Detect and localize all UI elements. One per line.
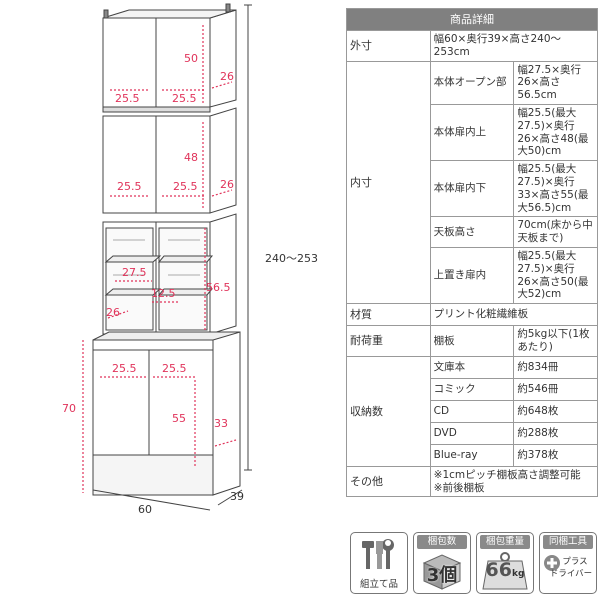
inner-row-name: 天板高さ — [429, 216, 515, 248]
package-count-title: 梱包数 — [417, 535, 467, 549]
inner-row-name: 本体扉内下 — [429, 160, 515, 218]
other-value: ※1cmピッチ棚板高さ調整可能 ※前後棚板 — [429, 465, 599, 498]
box-icon — [422, 554, 462, 590]
open-depth-label: 26 — [106, 306, 120, 319]
furniture-dimension-drawing: 50 26 25.5 25.5 48 26 25.5 25.5 27.5 12.… — [62, 3, 318, 516]
load-label: 耐荷重 — [346, 325, 431, 357]
middle-cabinet-side — [209, 107, 237, 214]
spec-table: 商品詳細 外寸 幅60×奥行39×高さ240～253cm 内寸 本体オープン部 … — [346, 8, 599, 498]
storage-row-value: 約546冊 — [513, 377, 598, 401]
material-value: プリント化粧繊維板 — [429, 303, 599, 327]
other-line: ※前後棚板 — [433, 481, 485, 494]
storage-label: 収納数 — [346, 355, 431, 467]
package-weight-unit: kg — [512, 569, 525, 579]
package-count-badge: 梱包数 3個 — [413, 532, 471, 594]
storage-row-value: 約648枚 — [513, 399, 598, 423]
storage-row-value: 約378枚 — [513, 443, 598, 467]
top-cab-depth-label: 26 — [220, 70, 234, 83]
weight-icon — [482, 552, 528, 590]
lower-cabinet-side — [212, 331, 241, 496]
lower-width-right-label: 25.5 — [162, 362, 187, 375]
storage-row-name: コミック — [429, 377, 515, 401]
assembly-badge: 組立て品 — [350, 532, 408, 594]
inner-row-value: 幅25.5(最大27.5)×奥行33×高さ55(最大56.5)cm — [513, 160, 598, 218]
lower-total-height-label: 70 — [62, 402, 76, 415]
package-weight-value: 66 — [485, 559, 512, 581]
inner-row-name: 上置き扉内 — [429, 246, 515, 305]
mid-cab-height-label: 48 — [184, 151, 198, 164]
mid-cab-width-right-label: 25.5 — [173, 180, 198, 193]
info-icons: 組立て品 梱包数 3個 梱包重量 66kg 同梱工具 プラス ドライバー — [350, 532, 598, 596]
inner-size-label: 内寸 — [346, 60, 431, 305]
other-label: その他 — [346, 465, 431, 498]
inner-row-value: 70cm(床から中天板まで) — [513, 216, 598, 248]
package-count-value: 3個 — [426, 565, 458, 586]
inner-row-value: 幅27.5×奥行26×高さ56.5cm — [513, 60, 598, 105]
open-width-label: 27.5 — [122, 266, 147, 279]
storage-row-name: 文庫本 — [429, 355, 515, 379]
assembly-label: 組立て品 — [359, 579, 398, 590]
top-cab-width-right-label: 25.5 — [172, 92, 197, 105]
package-weight-title: 梱包重量 — [480, 535, 530, 549]
material-label: 材質 — [346, 303, 431, 327]
package-weight-badge: 梱包重量 66kg — [476, 532, 534, 594]
screwdriver-icon — [544, 555, 560, 571]
storage-row-name: Blue-ray — [429, 443, 515, 467]
package-weight-value-wrap: 66kg — [477, 559, 533, 581]
mid-cab-depth-label: 26 — [220, 178, 234, 191]
inner-row-value: 幅25.5(最大27.5)×奥行26×高さ48(最大50)cm — [513, 103, 598, 162]
spec-title: 商品詳細 — [346, 8, 598, 31]
other-line: ※1cmピッチ棚板高さ調整可能 — [433, 468, 581, 481]
tools-line1: プラス — [562, 557, 588, 567]
mid-cab-width-left-label: 25.5 — [117, 180, 142, 193]
hammer-wrench-icon — [362, 539, 394, 569]
outer-size-label: 外寸 — [346, 30, 431, 62]
overall-depth-label: 39 — [230, 490, 244, 503]
top-cab-width-left-label: 25.5 — [115, 92, 140, 105]
outer-size-value: 幅60×奥行39×高さ240～253cm — [429, 30, 599, 62]
included-tools-title: 同梱工具 — [543, 535, 593, 549]
lower-depth-label: 33 — [214, 417, 228, 430]
load-value: 約5kg以下(1枚あたり) — [513, 325, 598, 357]
storage-row-name: DVD — [429, 421, 515, 445]
included-tools-badge: 同梱工具 プラス ドライバー — [539, 532, 597, 594]
open-height-label: 56.5 — [206, 281, 231, 294]
inner-row-name: 本体扉内上 — [429, 103, 515, 162]
top-cabinet-side — [209, 9, 237, 108]
top-cab-height-label: 50 — [184, 52, 198, 65]
overall-height-label: 240～253 — [265, 252, 318, 265]
inner-row-name: 本体オープン部 — [429, 60, 515, 105]
lower-width-left-label: 25.5 — [112, 362, 137, 375]
inner-row-value: 幅25.5(最大27.5)×奥行26×高さ50(最大52)cm — [513, 246, 598, 305]
storage-row-value: 約288枚 — [513, 421, 598, 445]
lower-inner-height-label: 55 — [172, 412, 186, 425]
overall-width-label: 60 — [138, 503, 152, 516]
load-name: 棚板 — [429, 325, 515, 357]
storage-row-value: 約834冊 — [513, 355, 598, 379]
open-small-width-label: 12.5 — [151, 287, 176, 300]
storage-row-name: CD — [429, 399, 515, 423]
tools-line2: ドライバー — [549, 569, 593, 579]
